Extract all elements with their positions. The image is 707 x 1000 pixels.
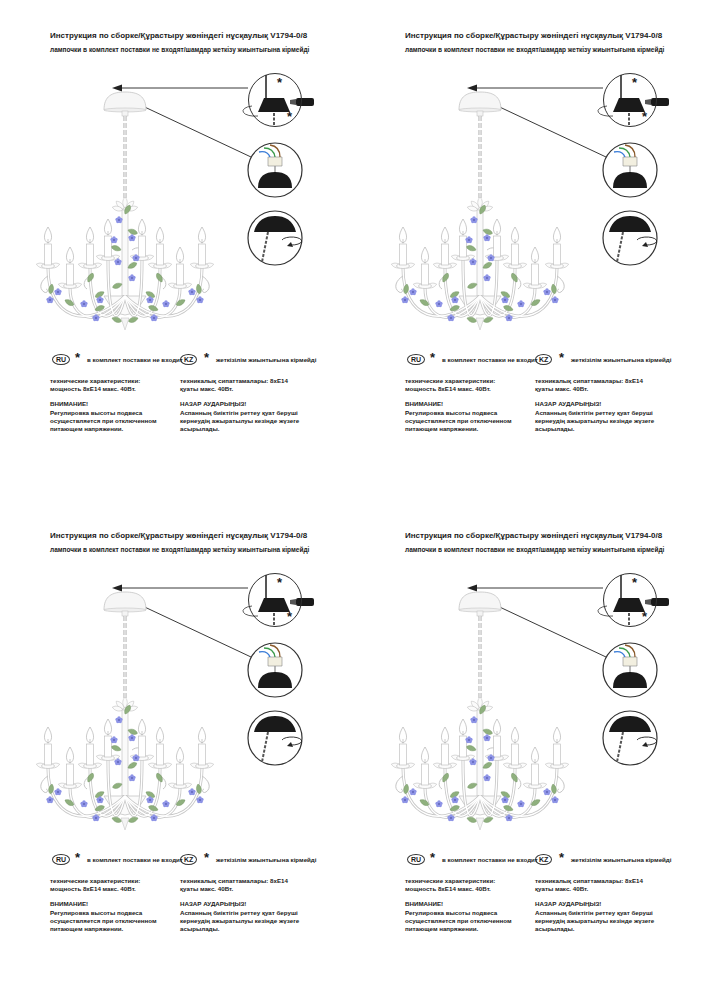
warning-text: Регулировка высоты подвеса осуществляетс… bbox=[50, 409, 172, 432]
warning-text: Аспанның биіктігін реттеу қуат беруші ке… bbox=[180, 409, 310, 432]
asterisk-mark: * bbox=[430, 351, 435, 364]
footnote-text: жеткізілім жиынтығына кірмейді bbox=[216, 356, 317, 364]
warning-text: Регулировка высоты подвеса осуществляетс… bbox=[405, 409, 527, 432]
warning-text: Аспанның биіктігін реттеу қуат беруші ке… bbox=[535, 909, 665, 932]
spec-text: техникалық сипаттамалары: 8хE14 қуаты ма… bbox=[535, 377, 653, 393]
note-line: лампочки в комплект поставки не входят/ш… bbox=[50, 546, 309, 554]
language-code: KZ bbox=[184, 356, 193, 363]
footnote-text: в комплект поставки не входит bbox=[87, 356, 183, 364]
asterisk-mark: * bbox=[277, 576, 282, 589]
language-badge: RU bbox=[407, 354, 425, 365]
footnote-text: жеткізілім жиынтығына кірмейді bbox=[571, 856, 672, 864]
language-code: RU bbox=[411, 356, 421, 363]
spec-text: техникалық сипаттамалары: 8хE14 қуаты ма… bbox=[180, 877, 298, 893]
warning-heading: ВНИМАНИЕ! bbox=[405, 900, 443, 908]
warning-heading: НАЗАР АУДАРЫҢЫЗ! bbox=[535, 900, 601, 908]
note-line: лампочки в комплект поставки не входят/ш… bbox=[405, 546, 664, 554]
sheet-heading: Инструкция по сборке/Құрастыру жөніндегі… bbox=[405, 31, 662, 41]
warning-heading: НАЗАР АУДАРЫҢЫЗ! bbox=[180, 900, 246, 908]
note-line: лампочки в комплект поставки не входят/ш… bbox=[405, 46, 664, 54]
spec-text: технические характеристики: мощность 8хE… bbox=[405, 877, 525, 893]
asterisk-mark: * bbox=[632, 76, 637, 89]
instruction-panel bbox=[36, 575, 314, 830]
footnote-text: в комплект поставки не входит bbox=[442, 356, 538, 364]
asterisk-mark: * bbox=[642, 610, 647, 623]
instruction-panel bbox=[36, 75, 314, 330]
warning-heading: ВНИМАНИЕ! bbox=[50, 400, 88, 408]
callout-circle: ** bbox=[248, 573, 302, 627]
footnote-text: в комплект поставки не входит bbox=[442, 856, 538, 864]
instruction-panel bbox=[391, 575, 669, 830]
spec-text: технические характеристики: мощность 8хE… bbox=[405, 377, 525, 393]
language-code: RU bbox=[56, 356, 66, 363]
language-code: KZ bbox=[184, 856, 193, 863]
asterisk-mark: * bbox=[204, 351, 209, 364]
warning-heading: ВНИМАНИЕ! bbox=[50, 900, 88, 908]
language-badge: RU bbox=[52, 854, 70, 865]
asterisk-mark: * bbox=[277, 76, 282, 89]
language-code: KZ bbox=[539, 856, 548, 863]
warning-heading: НАЗАР АУДАРЫҢЫЗ! bbox=[180, 400, 246, 408]
warning-text: Регулировка высоты подвеса осуществляетс… bbox=[405, 909, 527, 932]
footnote-text: жеткізілім жиынтығына кірмейді bbox=[216, 856, 317, 864]
language-badge: RU bbox=[52, 354, 70, 365]
asterisk-mark: * bbox=[75, 351, 80, 364]
asterisk-mark: * bbox=[204, 851, 209, 864]
spec-text: техникалық сипаттамалары: 8хE14 қуаты ма… bbox=[535, 877, 653, 893]
language-code: RU bbox=[56, 856, 66, 863]
spec-text: технические характеристики: мощность 8хE… bbox=[50, 377, 170, 393]
sheet-heading: Инструкция по сборке/Құрастыру жөніндегі… bbox=[50, 531, 307, 541]
asterisk-mark: * bbox=[430, 851, 435, 864]
callout-circle: ** bbox=[248, 73, 302, 127]
instruction-panel bbox=[391, 75, 669, 330]
asterisk-mark: * bbox=[559, 351, 564, 364]
language-code: RU bbox=[411, 856, 421, 863]
footnote-text: в комплект поставки не входит bbox=[87, 856, 183, 864]
warning-text: Аспанның биіктігін реттеу қуат беруші ке… bbox=[180, 909, 310, 932]
warning-text: Регулировка высоты подвеса осуществляетс… bbox=[50, 909, 172, 932]
asterisk-mark: * bbox=[632, 576, 637, 589]
warning-heading: ВНИМАНИЕ! bbox=[405, 400, 443, 408]
sheet-heading: Инструкция по сборке/Құрастыру жөніндегі… bbox=[405, 531, 662, 541]
asterisk-mark: * bbox=[642, 110, 647, 123]
warning-text: Аспанның биіктігін реттеу қуат беруші ке… bbox=[535, 409, 665, 432]
language-code: KZ bbox=[539, 356, 548, 363]
asterisk-mark: * bbox=[287, 610, 292, 623]
spec-text: техникалық сипаттамалары: 8хE14 қуаты ма… bbox=[180, 377, 298, 393]
sheet-heading: Инструкция по сборке/Құрастыру жөніндегі… bbox=[50, 31, 307, 41]
spec-text: технические характеристики: мощность 8хE… bbox=[50, 877, 170, 893]
warning-heading: НАЗАР АУДАРЫҢЫЗ! bbox=[535, 400, 601, 408]
asterisk-mark: * bbox=[75, 851, 80, 864]
asterisk-mark: * bbox=[287, 110, 292, 123]
note-line: лампочки в комплект поставки не входят/ш… bbox=[50, 46, 309, 54]
asterisk-mark: * bbox=[559, 851, 564, 864]
footnote-text: жеткізілім жиынтығына кірмейді bbox=[571, 356, 672, 364]
callout-circle: ** bbox=[603, 573, 657, 627]
language-badge: RU bbox=[407, 854, 425, 865]
callout-circle: ** bbox=[603, 73, 657, 127]
